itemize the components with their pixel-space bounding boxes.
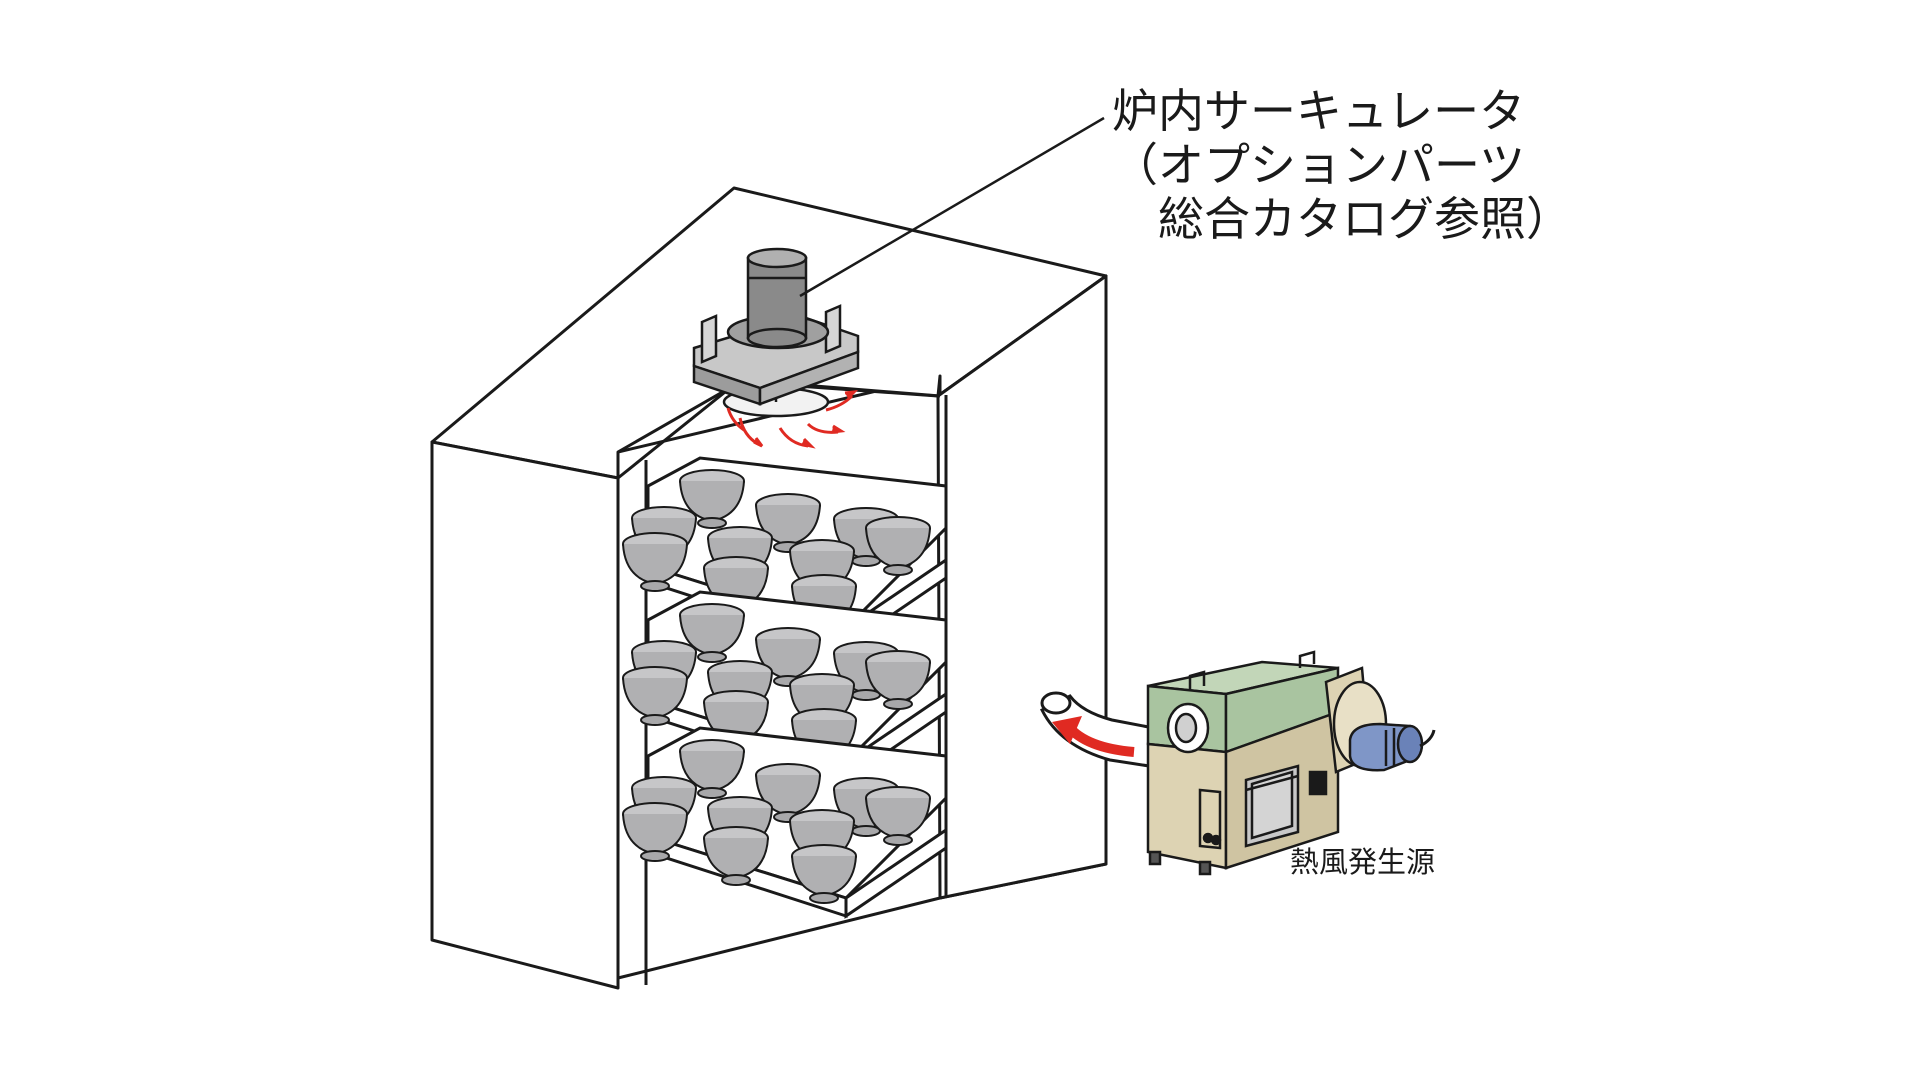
circulation-airflow-arrows <box>726 390 859 449</box>
heat-source-label: 熱風発生源 <box>1290 845 1436 879</box>
hot-air-generator <box>1146 650 1436 876</box>
circulator-label-line-2: （オプションパーツ <box>1112 138 1526 192</box>
circulator-label: 炉内サーキュレータ （オプションパーツ 総合カタログ参照） <box>1112 88 1572 250</box>
circulator-leader-line <box>799 116 1105 298</box>
circulator-label-line-1: 炉内サーキュレータ <box>1112 84 1526 138</box>
circulator-fan <box>692 247 860 418</box>
circulator-label-line-3: 総合カタログ参照） <box>1112 192 1572 246</box>
tray-shelf <box>623 726 948 919</box>
